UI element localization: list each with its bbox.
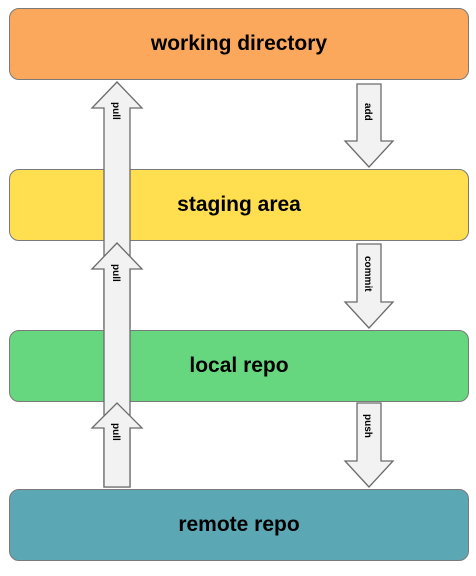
add-arrow: add bbox=[343, 83, 395, 168]
commit-arrow-label: commit bbox=[362, 256, 373, 292]
push-arrow: push bbox=[343, 402, 395, 488]
pull-arrow-bottom-shape bbox=[90, 402, 144, 488]
pull-arrow-bottom: pull bbox=[90, 402, 144, 488]
staging-area-label: staging area bbox=[177, 193, 301, 216]
push-arrow-label: push bbox=[362, 414, 373, 438]
working-directory-box: working directory bbox=[9, 8, 469, 80]
working-directory-label: working directory bbox=[150, 32, 328, 55]
staging-area-box: staging area bbox=[9, 169, 469, 241]
push-arrow-shape bbox=[343, 402, 395, 488]
commit-arrow-shape bbox=[343, 243, 395, 329]
local-repo-label: local repo bbox=[189, 354, 289, 377]
pull-arrow-top-label: pull bbox=[110, 102, 121, 120]
pull-arrow-bottom-label: pull bbox=[110, 423, 121, 441]
remote-repo-label: remote repo bbox=[178, 513, 300, 536]
local-repo-box: local repo bbox=[9, 330, 469, 402]
add-arrow-shape bbox=[343, 83, 395, 168]
commit-arrow: commit bbox=[343, 243, 395, 329]
pull-arrow-middle-label: pull bbox=[110, 264, 121, 282]
add-arrow-label: add bbox=[362, 103, 373, 121]
remote-repo-box: remote repo bbox=[9, 489, 469, 561]
